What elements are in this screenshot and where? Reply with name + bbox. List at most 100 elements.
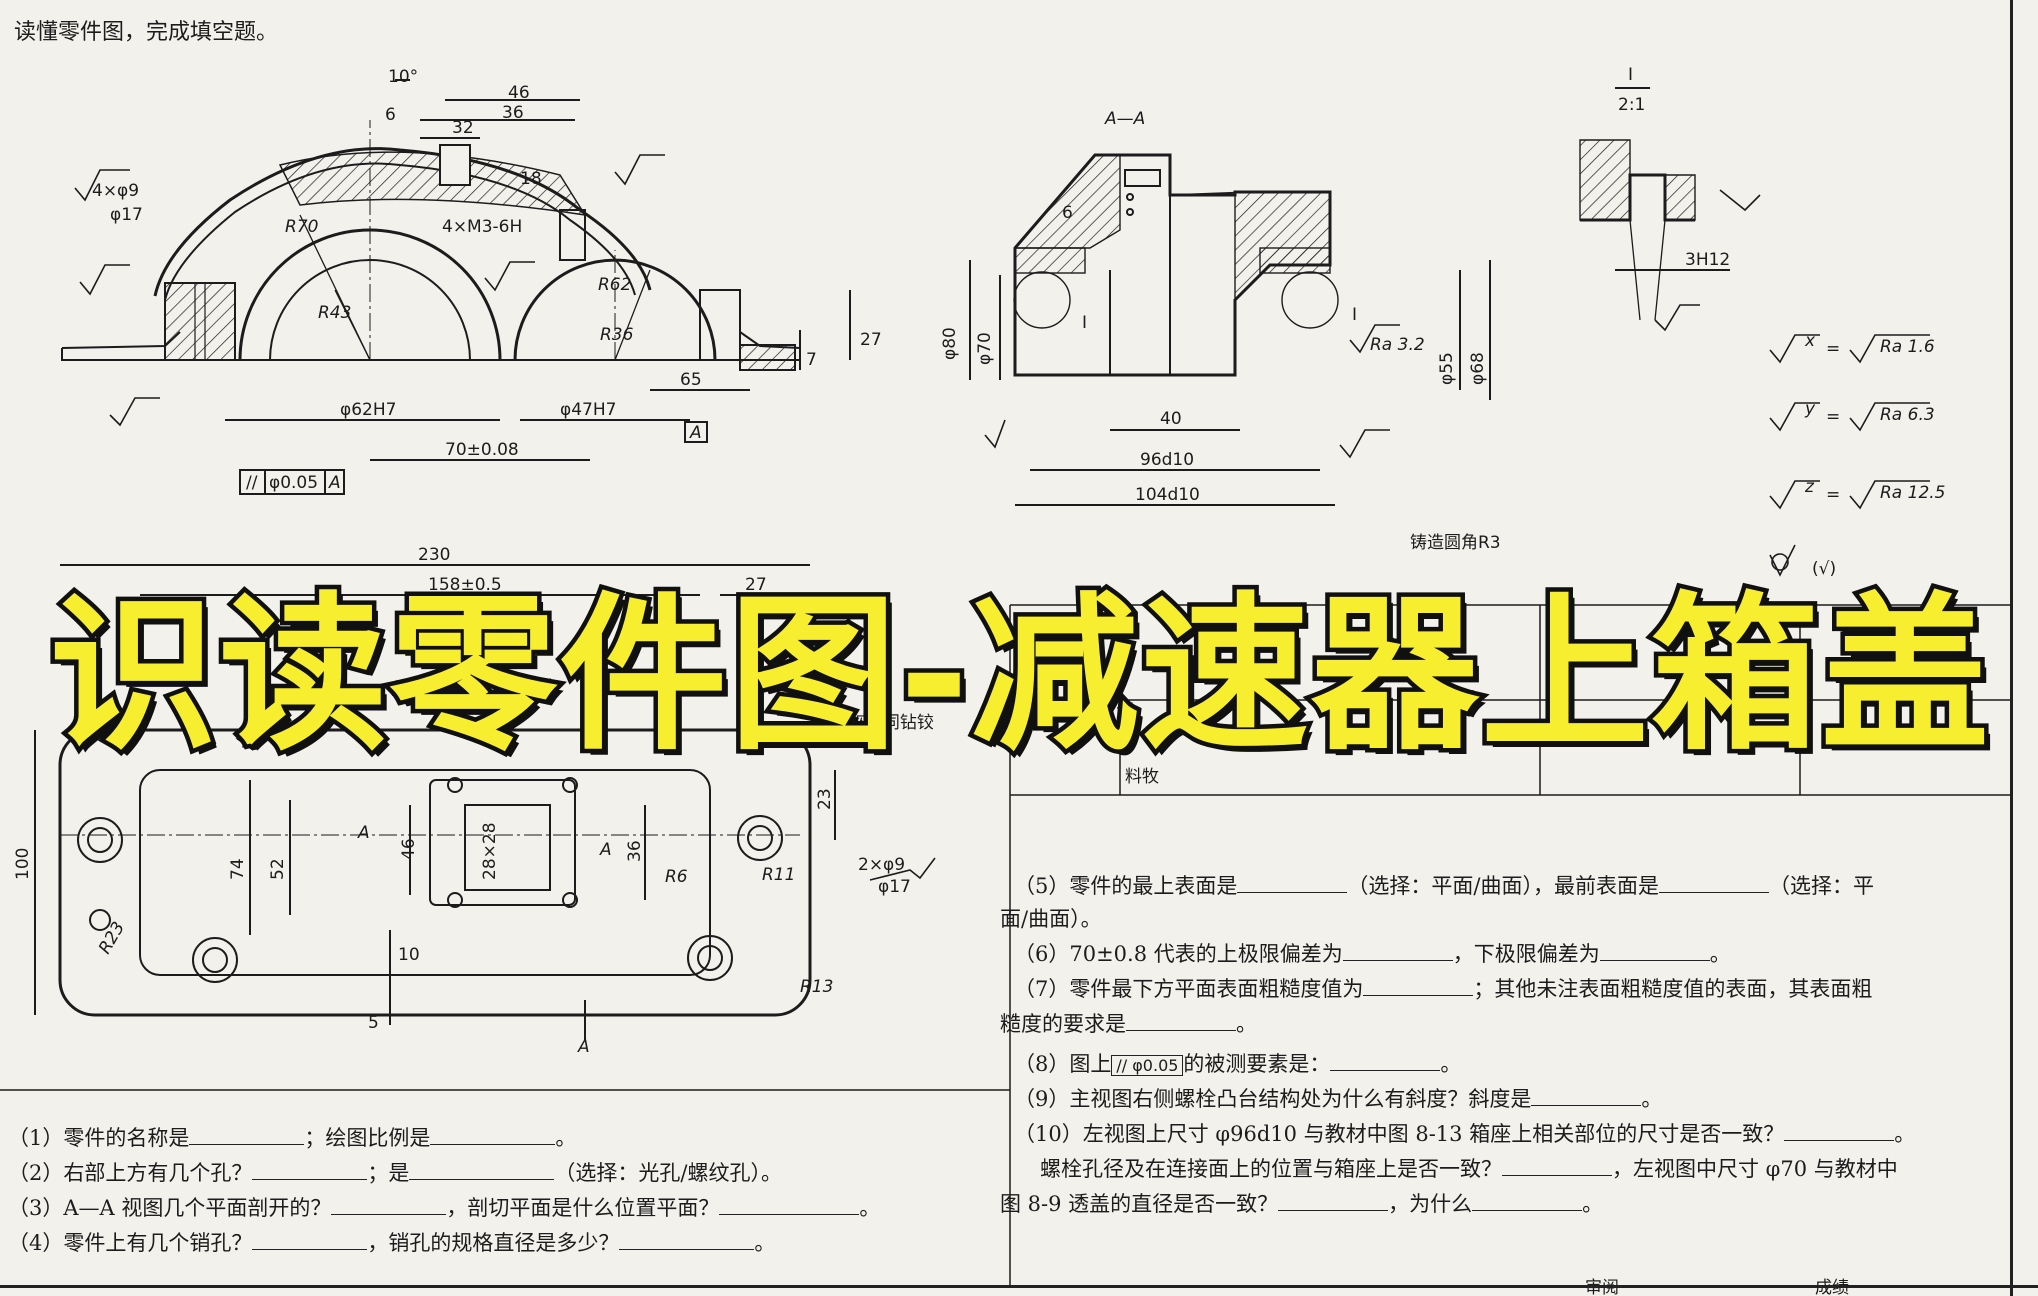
note-fragment: 座1同钻铰	[855, 713, 934, 733]
answer-blank[interactable]	[1237, 891, 1348, 893]
dim-label: 6	[1062, 203, 1073, 223]
answer-blank[interactable]	[430, 1143, 556, 1145]
question-text: 。	[1440, 1052, 1462, 1076]
question-text: （选择：光孔/螺纹孔）。	[554, 1161, 782, 1185]
hole-callout: 4×φ9	[92, 181, 139, 201]
title-block-fragment: 牛	[1555, 625, 1572, 645]
answer-blank[interactable]	[1472, 1209, 1583, 1211]
question-text: （1）零件的名称是	[8, 1126, 190, 1150]
dim-label: R23	[95, 919, 129, 958]
legend-sym: x	[1804, 331, 1816, 351]
question-text: ；绘图比例是	[304, 1126, 431, 1150]
dim-label: φ80	[940, 327, 960, 360]
dim-label: A	[599, 840, 612, 860]
question-9: （9）主视图右侧螺栓凸台结构处为什么有斜度？斜度是。	[1014, 1083, 1662, 1113]
question-text: （10）左视图上尺寸 φ96d10 与教材中图 8-13 箱座上相关部位的尺寸是…	[1014, 1122, 1785, 1146]
tolerance-label: A	[328, 473, 341, 493]
detail-scale-top: I	[1628, 65, 1633, 85]
dim-label: 4×M3-6H	[442, 217, 522, 237]
dim-label: 3H12	[1685, 250, 1730, 270]
dim-label: 100	[13, 848, 33, 880]
answer-blank[interactable]	[1342, 959, 1453, 961]
dim-label: 36	[502, 103, 524, 123]
answer-blank[interactable]	[1330, 1069, 1441, 1071]
dim-label: R13	[800, 977, 833, 997]
question-text: ，剖切平面是什么位置平面？	[446, 1196, 720, 1220]
instruction-text: 读懂零件图，完成填空题。	[14, 20, 279, 45]
dim-label: 158±0.5	[428, 575, 502, 595]
dim-label: R70	[285, 217, 318, 237]
tolerance-label: //	[246, 473, 258, 493]
question-text: ；其他未注表面粗糙度值的表面，其表面粗	[1473, 977, 1873, 1001]
dim-label: 230	[418, 545, 450, 565]
dim-label: 10	[398, 945, 420, 965]
detail-view: I 2:1 3H12	[1579, 65, 1761, 332]
hole-callout: φ17	[110, 205, 143, 225]
question-text: 。	[859, 1196, 881, 1220]
answer-blank[interactable]	[252, 1178, 368, 1180]
answer-blank[interactable]	[1502, 1174, 1612, 1176]
answer-blank[interactable]	[409, 1178, 555, 1180]
dim-label: 27	[860, 330, 882, 350]
dim-label: 52	[268, 858, 288, 880]
question-text: 。	[1582, 1192, 1604, 1216]
question-text: 。	[1894, 1122, 1916, 1146]
question-text: 图 8-9 透盖的直径是否一致？	[1000, 1192, 1279, 1216]
answer-blank[interactable]	[331, 1213, 447, 1215]
question-5-cont: 面/曲面）。	[1000, 903, 1102, 933]
question-text: 面/曲面）。	[1000, 907, 1102, 931]
legend-value: Ra 6.3	[1880, 405, 1935, 425]
question-7: （7）零件最下方平面表面粗糙度值为 ；其他未注表面粗糙度值的表面，其表面粗	[1014, 973, 1872, 1003]
question-text: ；是	[367, 1161, 410, 1185]
answer-blank[interactable]	[189, 1143, 305, 1145]
question-text: 。	[555, 1126, 577, 1150]
question-text: （选择：平	[1768, 874, 1874, 898]
tolerance-frame-inline: // φ0.05	[1111, 1055, 1184, 1076]
dim-label: 46	[508, 83, 530, 103]
answer-blank[interactable]	[1363, 994, 1474, 996]
question-7-cont: 糙度的要求是。	[1000, 1008, 1257, 1038]
question-text: （选择：平面/曲面），最前表面是	[1347, 874, 1659, 898]
question-10-cont-2: 图 8-9 透盖的直径是否一致？，为什么。	[1000, 1188, 1603, 1218]
question-text: 。	[754, 1231, 776, 1255]
title-block-fragment: 料牧	[1125, 767, 1159, 787]
question-text: （7）零件最下方平面表面粗糙度值为	[1014, 977, 1364, 1001]
legend-value: Ra 1.6	[1880, 337, 1935, 357]
question-2: （2）右部上方有几个孔？ ；是 （选择：光孔/螺纹孔）。	[8, 1157, 782, 1187]
hole-callout: φ17	[878, 877, 911, 897]
answer-blank[interactable]	[619, 1248, 755, 1250]
dim-label: 36	[625, 840, 645, 862]
question-text: 。	[1641, 1087, 1663, 1111]
dim-label: 6	[385, 105, 396, 125]
question-5: （5）零件的最上表面是（选择：平面/曲面），最前表面是（选择：平	[1014, 870, 1874, 900]
section-title: A—A	[1104, 109, 1145, 129]
answer-blank[interactable]	[1531, 1104, 1642, 1106]
sheet-border-bottom	[0, 1285, 2038, 1288]
question-text: （2）右部上方有几个孔？	[8, 1161, 253, 1185]
question-text: ，左视图中尺寸 φ70 与教材中	[1612, 1157, 1898, 1181]
dim-label: 10°	[388, 67, 418, 87]
question-text: （6）70±0.8 代表的上极限偏差为	[1014, 942, 1343, 966]
answer-blank[interactable]	[1599, 959, 1710, 961]
question-4: （4）零件上有几个销孔？，销孔的规格直径是多少？。	[8, 1227, 775, 1257]
section-note: 铸造圆角R3	[1410, 533, 1501, 553]
dim-label: R43	[318, 303, 351, 323]
legend-value: Ra 12.5	[1880, 483, 1946, 503]
roughness-symbols	[74, 154, 665, 427]
answer-blank[interactable]	[1784, 1139, 1895, 1141]
answer-blank[interactable]	[719, 1213, 860, 1215]
answer-blank[interactable]	[252, 1248, 368, 1250]
dim-label: R11	[762, 865, 795, 885]
question-3: （3）A—A 视图几个平面剖开的？，剖切平面是什么位置平面？。	[8, 1192, 880, 1222]
dim-label: φ62H7	[340, 400, 396, 420]
answer-blank[interactable]	[1658, 891, 1769, 893]
dim-label: 7	[806, 350, 817, 370]
question-10: （10）左视图上尺寸 φ96d10 与教材中图 8-13 箱座上相关部位的尺寸是…	[1014, 1118, 1915, 1148]
dim-label: 65	[680, 370, 702, 390]
question-text: 螺栓孔径及在连接面上的位置与箱座上是否一致？	[1040, 1157, 1502, 1181]
question-text: 糙度的要求是	[1000, 1012, 1126, 1036]
answer-blank[interactable]	[1126, 1029, 1236, 1031]
answer-blank[interactable]	[1278, 1209, 1389, 1211]
